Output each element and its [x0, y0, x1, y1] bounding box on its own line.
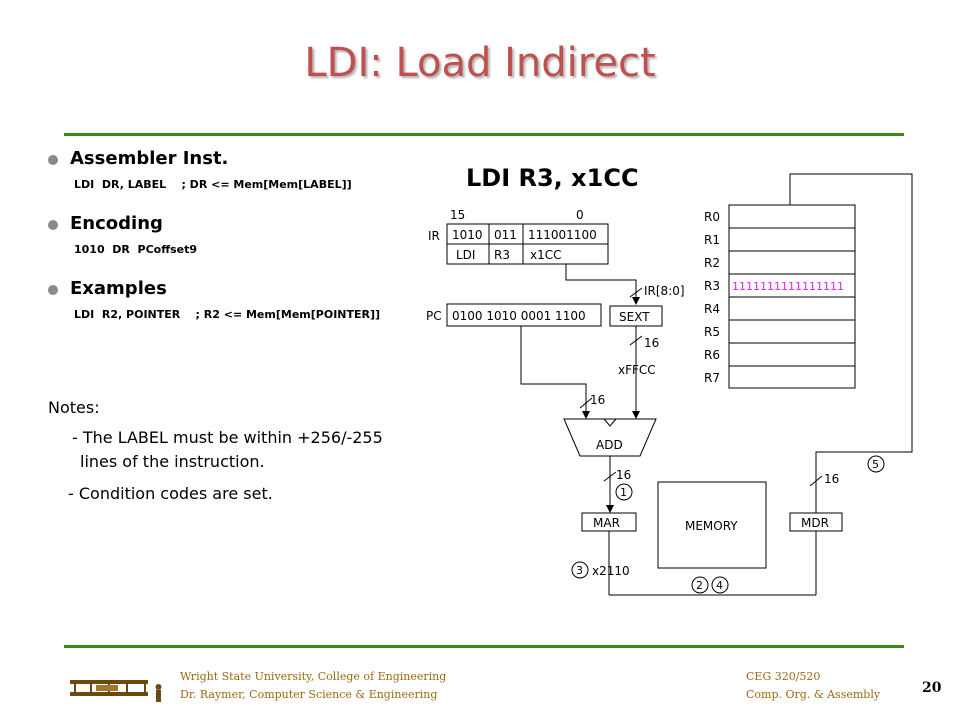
step-3-label: 3: [576, 564, 583, 577]
note-range-line1: - The LABEL must be within +256/-255: [72, 428, 383, 447]
bullet-heading: Assembler Inst.: [70, 148, 229, 169]
footer-university: Wright State University, College of Engi…: [180, 670, 447, 683]
step-1-icon: [615, 483, 633, 501]
adder-label: ADD: [596, 438, 623, 452]
adder-bus-width: 16: [616, 468, 631, 482]
ir-label-dr: R3: [494, 248, 510, 262]
bus-slash-icon: [809, 475, 823, 487]
ir-field-dr: 011: [494, 228, 517, 242]
footer-course-name: Comp. Org. & Assembly: [746, 688, 881, 701]
step-4-icon: [711, 576, 729, 594]
sext-output-value: xFFCC: [618, 363, 656, 377]
notes: Notes: - The LABEL must be within +256/-…: [48, 396, 428, 506]
slide-title: LDI: Load Indirect: [304, 40, 656, 86]
bullet-detail: LDI R2, POINTER ; R2 <= Mem[Mem[POINTER]…: [74, 308, 381, 321]
ir-label: IR: [428, 229, 440, 243]
bus-slash-icon: [603, 471, 617, 482]
note-range-line2: lines of the instruction.: [80, 452, 265, 471]
bullet-assembler: Assembler Inst.: [48, 148, 428, 170]
ir-bit-low: 0: [576, 208, 584, 222]
register-name: R3: [704, 279, 720, 293]
bullet-heading: Examples: [70, 278, 167, 299]
register-name: R1: [704, 233, 720, 247]
register-name: R7: [704, 371, 720, 385]
pc-bus-width: 16: [590, 393, 605, 407]
footer-course: CEG 320/520: [746, 670, 821, 683]
top-divider: [64, 133, 904, 136]
step-2-icon: [691, 576, 709, 594]
mar-label: MAR: [593, 516, 620, 530]
sext-bus-width: 16: [644, 336, 659, 350]
register-name: R6: [704, 348, 720, 362]
bus-slash-icon: [629, 335, 643, 346]
ir-field-offset: 111001100: [528, 228, 597, 242]
ir-to-sext-wire: [565, 264, 640, 305]
memory-label: MEMORY: [685, 519, 738, 533]
bullet-detail: LDI DR, LABEL ; DR <= Mem[Mem[LABEL]]: [74, 178, 352, 191]
pc-register: [446, 303, 602, 327]
diagram-title: LDI R3, x1CC: [466, 164, 639, 192]
ir-field-opcode: 1010: [452, 228, 483, 242]
mdr-label: MDR: [801, 516, 829, 530]
bullet-dot-icon: [48, 285, 58, 295]
step-4-label: 4: [716, 579, 723, 592]
register-name: R5: [704, 325, 720, 339]
pc-value: 0100 1010 0001 1100: [452, 309, 586, 323]
note-condition-codes: - Condition codes are set.: [68, 484, 273, 503]
step-5-label: 5: [872, 458, 879, 471]
register-name: R0: [704, 210, 720, 224]
bullet-dot-icon: [48, 220, 58, 230]
register-name: R4: [704, 302, 720, 316]
sext-label: SEXT: [619, 310, 650, 324]
step-3-icon: [571, 561, 589, 579]
ir-label-opcode: LDI: [456, 248, 475, 262]
bottom-divider: [64, 645, 904, 648]
footer-author: Dr. Raymer, Computer Science & Engineeri…: [180, 688, 438, 701]
step-5-icon: [867, 455, 885, 473]
bullet-list: Assembler Inst. LDI DR, LABEL ; DR <= Me…: [48, 148, 428, 343]
bullet-examples: Examples: [48, 278, 428, 300]
memory-unit: [657, 481, 767, 569]
mar-address-value: x2110: [592, 564, 630, 578]
bullet-heading: Encoding: [70, 213, 163, 234]
step-2-label: 2: [696, 579, 703, 592]
r3-value: 1111111111111111: [732, 280, 844, 293]
bus-slash-icon: [579, 397, 593, 409]
footer-right: CEG 320/520 Comp. Org. & Assembly: [746, 668, 880, 704]
register-name: R2: [704, 256, 720, 270]
bullet-encoding: Encoding: [48, 213, 428, 235]
ir-bit-high: 15: [450, 208, 465, 222]
bullet-detail: 1010 DR PCoffset9: [74, 243, 198, 256]
adder-notch: [603, 418, 617, 427]
bullet-dot-icon: [48, 155, 58, 165]
adder-unit: [563, 418, 657, 457]
pc-label: PC: [426, 309, 442, 323]
footer-left: Wright State University, College of Engi…: [180, 668, 446, 704]
bus-slash-icon: [629, 287, 643, 298]
note-range: - The LABEL must be within +256/-255 lin…: [48, 426, 428, 474]
ir-field-label-row: [446, 243, 609, 265]
mdr-to-regfile-wire: [786, 173, 913, 513]
page-number: 20: [922, 680, 942, 696]
step-1-label: 1: [620, 486, 627, 499]
mdr-bus-width: 16: [824, 472, 839, 486]
ir-label-offset: x1CC: [530, 248, 562, 262]
pc-to-adder-wire: [520, 326, 590, 419]
ir-slice-label: IR[8:0]: [644, 284, 685, 298]
notes-label: Notes:: [48, 398, 100, 417]
university-logo: [70, 680, 162, 702]
